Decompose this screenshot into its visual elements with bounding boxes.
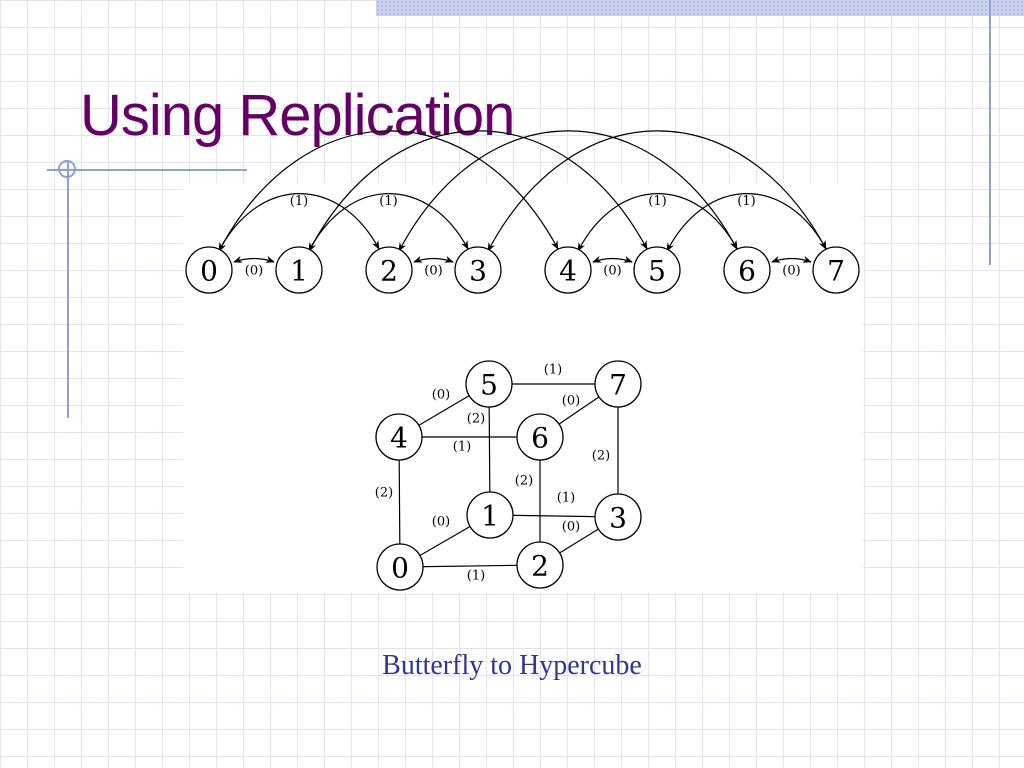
title-underline-rule — [47, 169, 247, 171]
hypercube-node-4: 4 — [375, 413, 423, 461]
hypercube-edge-label-4-6: (1) — [453, 440, 471, 455]
hypercube-network: (0) (0) (0) (0) (1) (1) (1) (1) (2) (2) (2) (2) 0 12 3… — [375, 360, 642, 591]
hypercube-node-1: 1 — [466, 491, 514, 539]
butterfly-node-label: 5 — [648, 255, 666, 288]
butterfly-edge-1-3 — [308, 193, 469, 252]
butterfly-edge-0-2 — [218, 193, 380, 252]
butterfly-node-label: 4 — [559, 255, 577, 288]
hypercube-node-circle — [594, 360, 642, 408]
hypercube-edge-label-3-7: (2) — [592, 449, 610, 464]
hypercube-node-label: 4 — [390, 422, 408, 455]
butterfly-network: (0) (0) (0) (0) (1) (1) (1) (1) 0 1 2 3 4 5 6 7 — [185, 130, 860, 294]
decorative-vertical-rule-left — [67, 160, 69, 418]
hypercube-node-circle — [376, 543, 424, 591]
butterfly-node-label: 2 — [380, 255, 398, 288]
butterfly-node-label: 6 — [738, 255, 756, 288]
decorative-vertical-rule-right — [989, 0, 991, 265]
butterfly-node-7: 7 — [812, 246, 860, 294]
hypercube-node-label: 0 — [391, 552, 409, 585]
butterfly-node-1: 1 — [275, 246, 323, 294]
hypercube-node-circle — [516, 413, 564, 461]
decorative-circle-ornament — [58, 160, 76, 178]
butterfly-node-0: 0 — [185, 246, 233, 294]
hypercube-node-3: 3 — [594, 493, 642, 541]
hypercube-edge-label-2-6: (2) — [515, 474, 533, 489]
butterfly-edge-0-1 — [233, 255, 275, 263]
hypercube-node-5: 5 — [465, 360, 513, 408]
butterfly-edge-label-0-1: (0) — [245, 264, 263, 279]
butterfly-node-4: 4 — [544, 246, 592, 294]
hypercube-node-circle — [594, 493, 642, 541]
butterfly-edge-label-5-7: (1) — [737, 194, 755, 209]
butterfly-node-5: 5 — [633, 246, 681, 294]
hypercube-node-label: 3 — [609, 502, 627, 535]
hypercube-node-6: 6 — [516, 413, 564, 461]
hypercube-node-circle — [516, 541, 564, 589]
hypercube-node-label: 7 — [609, 369, 627, 402]
butterfly-edge-4-6 — [577, 193, 738, 252]
hypercube-edge-label-6-7: (0) — [562, 394, 580, 409]
hypercube-edge-label-0-2: (1) — [467, 569, 485, 584]
hypercube-node-circle — [466, 491, 514, 539]
hypercube-node-2: 2 — [516, 541, 564, 589]
butterfly-node-circle — [723, 246, 771, 294]
butterfly-edge-5-7 — [666, 193, 827, 252]
hypercube-node-label: 6 — [531, 422, 549, 455]
butterfly-node-circle — [365, 246, 413, 294]
hypercube-edge-label-1-5: (2) — [467, 412, 485, 427]
butterfly-edge-1-5 — [308, 130, 648, 252]
hypercube-edge-label-4-5: (0) — [432, 388, 450, 403]
butterfly-node-circle — [544, 246, 592, 294]
butterfly-edge-3-7 — [487, 130, 827, 252]
butterfly-node-circle — [454, 246, 502, 294]
butterfly-edge-6-7 — [771, 255, 812, 263]
hypercube-edge-label-1-3: (1) — [557, 491, 575, 506]
hypercube-node-label: 1 — [481, 500, 499, 533]
butterfly-edge-2-3 — [413, 255, 454, 263]
butterfly-node-circle — [812, 246, 860, 294]
butterfly-node-2: 2 — [365, 246, 413, 294]
butterfly-edge-0-4 — [218, 130, 559, 252]
butterfly-edge-label-6-7: (0) — [782, 264, 800, 279]
hypercube-edge-label-5-7: (1) — [544, 363, 562, 378]
hypercube-node-label: 2 — [531, 550, 549, 583]
butterfly-edge-label-1-3: (1) — [379, 194, 397, 209]
butterfly-edge-label-4-5: (0) — [603, 264, 621, 279]
header-decoration-band — [376, 0, 1024, 16]
hypercube-edge-label-0-1: (0) — [432, 515, 450, 530]
butterfly-node-circle — [185, 246, 233, 294]
hypercube-node-circle — [465, 360, 513, 408]
hypercube-node-7: 7 — [594, 360, 642, 408]
hypercube-edge-label-2-3: (0) — [562, 520, 580, 535]
butterfly-node-label: 0 — [200, 255, 218, 288]
butterfly-node-circle — [633, 246, 681, 294]
butterfly-edge-label-2-3: (0) — [424, 264, 442, 279]
hypercube-node-circle — [375, 413, 423, 461]
butterfly-node-6: 6 — [723, 246, 771, 294]
butterfly-node-circle — [275, 246, 323, 294]
butterfly-node-3: 3 — [454, 246, 502, 294]
butterfly-edge-label-4-6: (1) — [648, 194, 666, 209]
slide-title: Using Replication — [80, 83, 515, 148]
hypercube-edge-label-0-4: (2) — [375, 486, 393, 501]
butterfly-node-label: 1 — [290, 255, 308, 288]
butterfly-edge-4-5 — [592, 255, 633, 263]
butterfly-node-label: 7 — [827, 255, 845, 288]
figure-caption: Butterfly to Hypercube — [382, 650, 642, 681]
hypercube-node-0: 0 — [376, 543, 424, 591]
butterfly-edge-2-6 — [398, 130, 738, 252]
butterfly-node-label: 3 — [469, 255, 487, 288]
hypercube-node-label: 5 — [480, 369, 498, 402]
butterfly-edge-label-0-2: (1) — [290, 194, 308, 209]
